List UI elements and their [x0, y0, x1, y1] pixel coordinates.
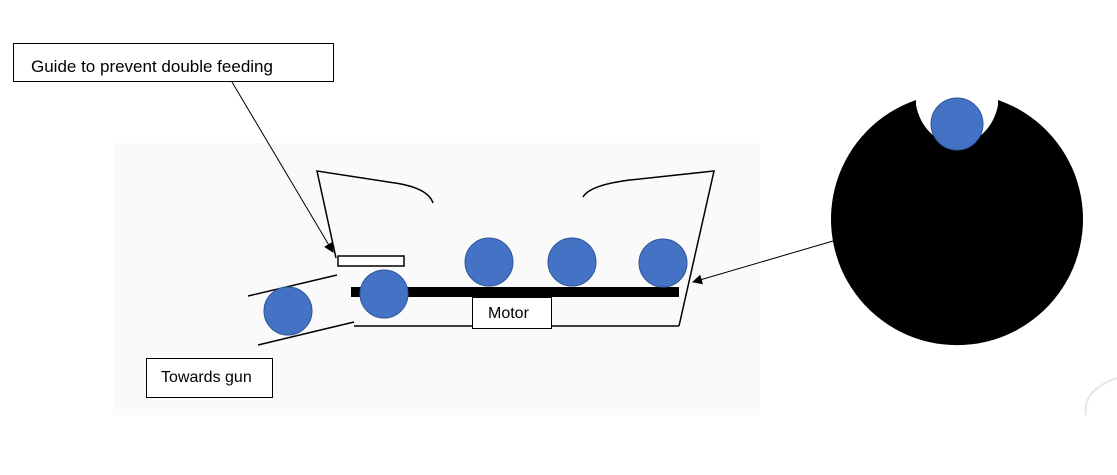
ball-in-chute: [263, 286, 313, 336]
ball-hopper-3: [638, 238, 688, 288]
ball-in-disc: [359, 269, 409, 319]
guide-pointer-arrow: [231, 81, 334, 253]
ball-hopper-2: [547, 237, 597, 287]
hopper-left-wall: [316, 170, 434, 259]
chute-upper-wall: [247, 274, 338, 297]
disc-body: [831, 100, 1083, 346]
disc-top-view: [831, 97, 1083, 346]
motor-label: Motor: [472, 297, 552, 329]
chute-lower-wall: [257, 321, 355, 346]
disc-pointer-arrow: [692, 240, 834, 285]
decorative-arc: [1084, 377, 1117, 416]
feeder-disc-bar: [351, 287, 679, 297]
guide-label: Guide to prevent double feeding: [13, 43, 334, 82]
double-feed-guide: [337, 255, 405, 267]
ball-hopper-1: [464, 237, 514, 287]
towards-gun-label: Towards gun: [146, 358, 273, 398]
hopper-right-wall: [582, 170, 715, 327]
ball-in-disc-slot: [930, 97, 984, 151]
